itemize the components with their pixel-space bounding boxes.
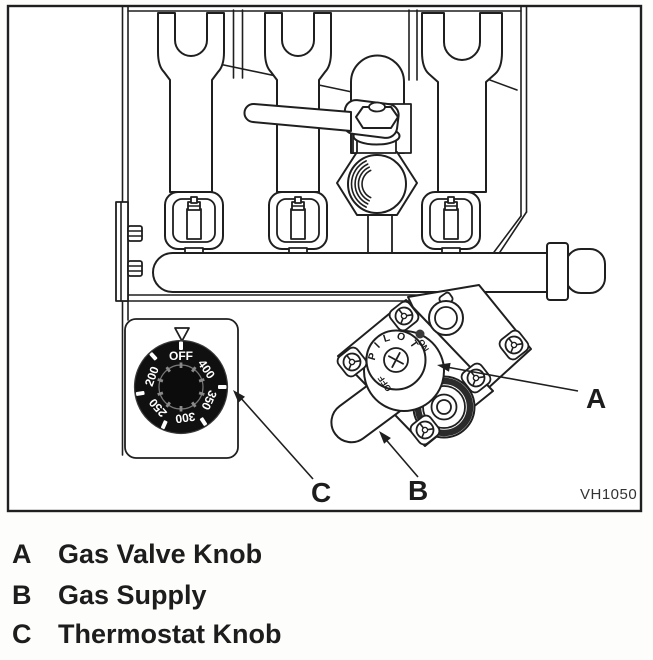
- dial-inner-knob: [158, 364, 204, 410]
- mounting-bracket: [115, 201, 143, 302]
- manifold-pipe: [152, 242, 606, 301]
- callout-line-c: [238, 395, 314, 480]
- bracket-bolt-1: [127, 225, 143, 242]
- legend-row-c: C Thermostat Knob: [12, 619, 282, 649]
- burner-assembly: [157, 12, 503, 255]
- legend-label-c: Thermostat Knob: [58, 619, 282, 649]
- bracket-bolt-2: [127, 260, 143, 277]
- pipe-coupling: [546, 242, 569, 301]
- thermostat-assembly: OFF 400 350 300 250 200: [124, 318, 239, 459]
- callout-line-a: [440, 365, 579, 392]
- orifice-bell-3: [421, 191, 481, 255]
- pilot-knob: PILOT ON OFF: [363, 329, 445, 412]
- callout-letter-a: A: [586, 383, 606, 414]
- callout-arrowhead-a: [437, 362, 451, 372]
- gas-valve-assembly: PILOT ON OFF: [330, 284, 532, 448]
- legend: A Gas Valve Knob B Gas Supply C Thermost…: [12, 539, 282, 649]
- callout-arrowhead-b: [379, 431, 391, 444]
- pointer-triangle: [174, 327, 190, 342]
- burner-venturi-3: [421, 12, 503, 193]
- callouts: A B C: [233, 362, 606, 508]
- shutoff-handle: [243, 102, 352, 132]
- thermostat-dial: OFF 400 350 300 250 200: [133, 339, 229, 435]
- pipe-end-cap: [565, 248, 606, 294]
- orifice-bell-2: [268, 191, 328, 255]
- legend-key-b: B: [12, 580, 32, 610]
- legend-row-a: A Gas Valve Knob: [12, 539, 262, 569]
- dial-grip-notches: [157, 362, 205, 412]
- legend-label-b: Gas Supply: [58, 580, 207, 610]
- dial-temp-200: 200: [142, 364, 162, 388]
- burner-venturi-1: [157, 12, 225, 193]
- callout-line-b: [381, 434, 419, 478]
- union-threads: [350, 160, 372, 208]
- valve-top-port: [428, 291, 464, 336]
- handle-nut: [355, 106, 399, 129]
- legend-row-b: B Gas Supply: [12, 580, 207, 610]
- legend-label-a: Gas Valve Knob: [58, 539, 262, 569]
- burner-venturi-2: [264, 12, 332, 193]
- callout-letter-c: C: [311, 477, 331, 508]
- legend-key-a: A: [12, 539, 32, 569]
- dial-off-label: OFF: [169, 349, 193, 363]
- callout-letter-b: B: [408, 475, 428, 506]
- ball-valve: [243, 99, 418, 255]
- orifice-bell-1: [164, 191, 224, 255]
- legend-key-c: C: [12, 619, 32, 649]
- dial-temp-300: 300: [174, 409, 196, 426]
- figure-code: VH1050: [580, 486, 637, 503]
- dial-ticks: [135, 341, 227, 430]
- valve-dot: [415, 329, 425, 339]
- callout-arrowhead-c: [233, 390, 245, 403]
